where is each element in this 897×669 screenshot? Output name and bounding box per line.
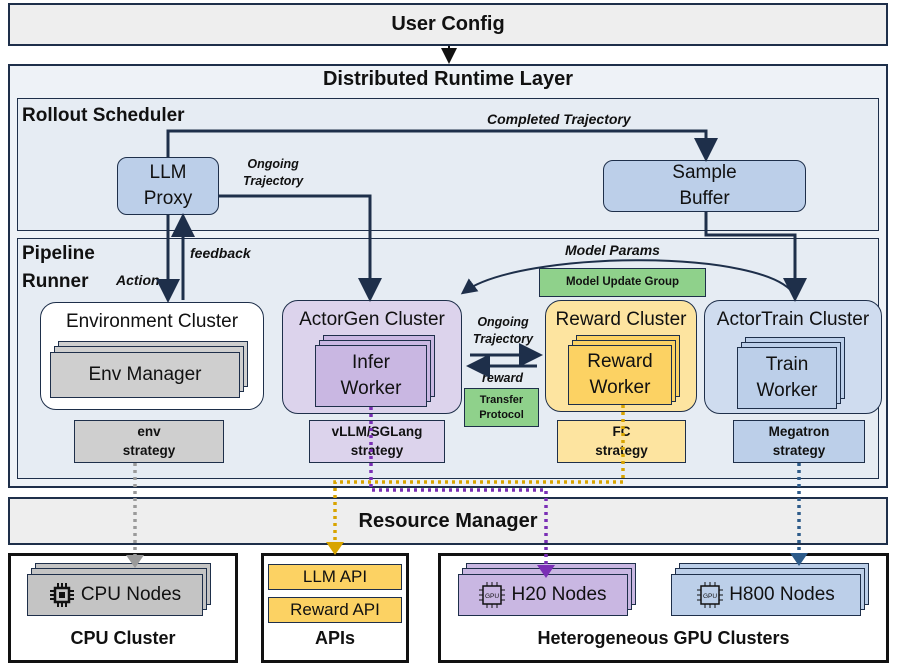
megatron-strategy-label: Megatron strategy bbox=[768, 424, 830, 458]
reward-api-box: Reward API bbox=[268, 597, 402, 623]
resource-manager-label: Resource Manager bbox=[358, 509, 538, 532]
env-strategy-label: env strategy bbox=[122, 424, 176, 458]
llm-proxy-label: LLM Proxy bbox=[143, 162, 193, 209]
transfer-ongoing-trajectory-label: Ongoing Trajectory bbox=[472, 315, 534, 346]
rollout-ongoing-trajectory-label: Ongoing Trajectory bbox=[243, 157, 304, 188]
h800-nodes-label: H800 Nodes bbox=[729, 584, 835, 605]
infer-to-h20-head bbox=[537, 565, 555, 578]
apis-title: APIs bbox=[314, 628, 356, 648]
model-update-group-label: Model Update Group bbox=[565, 276, 680, 289]
runtime-layer-title: Distributed Runtime Layer bbox=[322, 68, 574, 90]
model-params-label: Model Params bbox=[565, 242, 660, 258]
reward-cluster-title: Reward Cluster bbox=[555, 309, 687, 330]
cpu-nodes-box: CPU Nodes bbox=[27, 574, 203, 616]
vllm-strategy-box: vLLM/SGLang strategy bbox=[309, 420, 445, 463]
h20-nodes-box: GPU H20 Nodes bbox=[458, 574, 628, 616]
reward-api-label: Reward API bbox=[290, 599, 380, 619]
reward-flow-label: reward bbox=[482, 371, 523, 385]
train-worker-label: Train Worker bbox=[756, 354, 818, 401]
rollout-scheduler-title: Rollout Scheduler bbox=[22, 105, 185, 126]
user-config-bar: User Config bbox=[8, 3, 888, 46]
environment-cluster-title: Environment Cluster bbox=[65, 311, 239, 332]
env-to-cpu-head bbox=[126, 555, 144, 568]
reward-worker-label: Reward Worker bbox=[587, 351, 653, 398]
train-worker-box: Train Worker bbox=[737, 347, 837, 409]
sample-buffer-label: Sample Buffer bbox=[672, 162, 737, 209]
model-params-arrow bbox=[460, 259, 796, 297]
h20-gpu-chip-text: GPU bbox=[485, 593, 499, 600]
user-config-label: User Config bbox=[391, 13, 505, 35]
h800-gpu-chip-icon: GPU bbox=[697, 582, 724, 608]
infer-to-h20-arrow bbox=[369, 407, 548, 566]
reward-worker-box: Reward Worker bbox=[568, 345, 672, 405]
action-label: Action bbox=[116, 272, 160, 288]
h800-nodes-box: GPU H800 Nodes bbox=[671, 574, 861, 616]
llm-api-label: LLM API bbox=[302, 566, 368, 586]
model-update-group-box: Model Update Group bbox=[539, 268, 706, 297]
reward-to-api-arrow bbox=[333, 405, 625, 543]
infer-worker-box: Infer Worker bbox=[315, 345, 427, 407]
h20-nodes-label: H20 Nodes bbox=[511, 584, 607, 605]
resource-manager-bar: Resource Manager bbox=[8, 497, 888, 545]
llm-proxy-box: LLM Proxy bbox=[117, 157, 219, 215]
vllm-strategy-label: vLLM/SGLang strategy bbox=[331, 424, 423, 458]
completed-trajectory-arrow bbox=[166, 129, 718, 162]
transfer-protocol-box: Transfer Protocol bbox=[464, 388, 539, 427]
train-to-h800-head bbox=[790, 553, 808, 566]
transfer-protocol-label: Transfer Protocol bbox=[479, 394, 524, 421]
actorgen-cluster-title: ActorGen Cluster bbox=[299, 309, 445, 330]
ongoing-trajectory-arrow bbox=[219, 194, 382, 302]
env-manager-label: Env Manager bbox=[88, 364, 202, 386]
env-strategy-box: env strategy bbox=[74, 420, 224, 463]
h20-gpu-chip-icon: GPU bbox=[479, 582, 506, 608]
megatron-strategy-box: Megatron strategy bbox=[733, 420, 865, 463]
llm-api-box: LLM API bbox=[268, 564, 402, 590]
pipeline-runner-title: Pipeline Runner bbox=[22, 243, 95, 292]
feedback-label: feedback bbox=[190, 245, 251, 261]
cpu-nodes-label: CPU Nodes bbox=[80, 584, 182, 605]
h800-gpu-chip-text: GPU bbox=[703, 593, 717, 600]
actortrain-cluster-title: ActorTrain Cluster bbox=[716, 309, 870, 330]
env-manager-box: Env Manager bbox=[50, 352, 240, 398]
buffer-to-train-arrow bbox=[704, 212, 807, 302]
infer-worker-label: Infer Worker bbox=[340, 352, 402, 399]
cpu-cluster-title: CPU Cluster bbox=[70, 628, 176, 648]
gpu-clusters-title: Heterogeneous GPU Clusters bbox=[537, 628, 790, 648]
reward-to-api-head bbox=[326, 542, 344, 555]
completed-trajectory-label: Completed Trajectory bbox=[487, 111, 631, 127]
cpu-chip-icon bbox=[49, 582, 75, 608]
